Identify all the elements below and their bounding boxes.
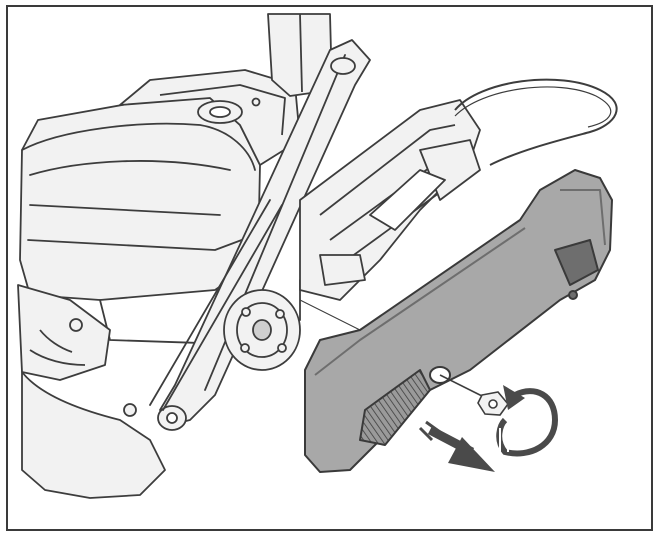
rotation-arrow-icon xyxy=(496,385,559,457)
belt-cover xyxy=(304,169,613,473)
alignment-line xyxy=(299,299,361,331)
support-rod xyxy=(149,199,283,411)
control-cable-edge xyxy=(454,86,612,128)
drive-pulley xyxy=(223,289,301,371)
removal-direction-arrow-icon xyxy=(418,420,495,472)
belt-frame xyxy=(299,99,481,301)
base-housing xyxy=(17,284,166,499)
vertical-post xyxy=(267,13,333,97)
control-cable xyxy=(454,78,618,166)
cover-vent-grille xyxy=(359,369,431,446)
cover-bolt xyxy=(439,374,510,416)
